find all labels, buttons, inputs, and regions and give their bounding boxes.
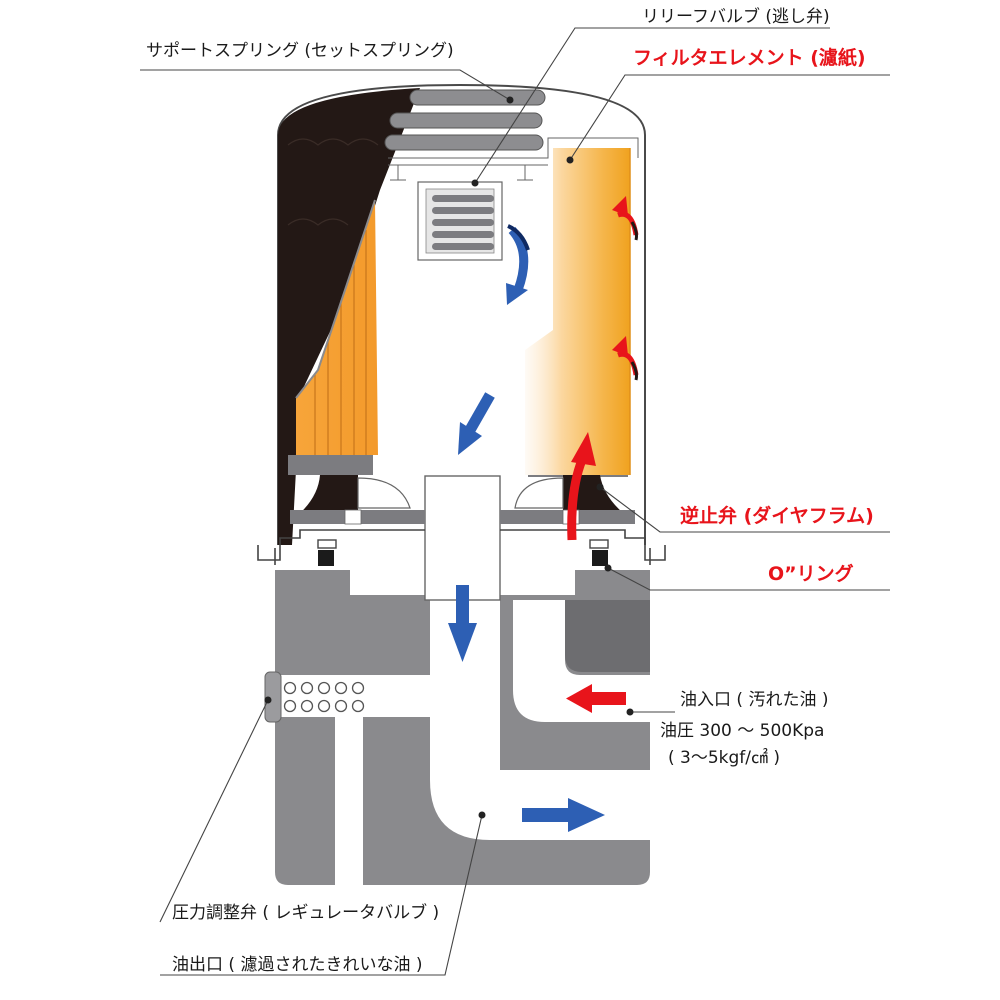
o-ring [592,550,608,566]
leader-lines [140,27,890,976]
blue-diagonal-arrow [465,392,495,433]
filter-element [525,148,631,475]
check-valve-assembly [288,455,635,525]
label-o-ring: O”リング [768,562,854,585]
label-oil-pressure: 油圧 300 ～ 500Kpa [660,721,824,741]
blue-curved-arrow [508,226,529,292]
label-pressure-kgf: ( 3～5kgf/㎠ ) [668,748,780,768]
relief-valve [417,181,503,261]
label-oil-inlet: 油入口 ( 汚れた油 ) [680,690,828,710]
label-relief-valve: リリーフバルブ (逃し弁) [642,6,830,27]
label-support-spring: サポートスプリング (セットスプリング) [146,41,454,61]
red-up-arrow [567,458,587,541]
mount-block [275,570,650,885]
inner-plate [388,137,639,181]
labels: リリーフバルブ (逃し弁) サポートスプリング (セットスプリング) フィルタエ… [146,6,874,975]
label-check-valve: 逆止弁 (ダイヤフラム) [680,504,874,527]
blue-right-arrow [568,798,605,832]
label-oil-outlet: 油出口 ( 濾過されたきれいな油 ) [172,955,422,975]
center-tube [424,475,501,601]
blue-down-arrow [448,623,477,662]
regulator-valve [264,671,365,723]
red-left-arrow [566,684,592,713]
filter-pleats-left [295,199,378,455]
label-regulator-valve: 圧力調整弁 ( レギュレータバルブ ) [172,902,439,923]
seat-seam [257,529,666,566]
label-filter-element: フィルタエレメント (濾紙) [633,46,866,69]
flow-arrows [448,196,639,832]
